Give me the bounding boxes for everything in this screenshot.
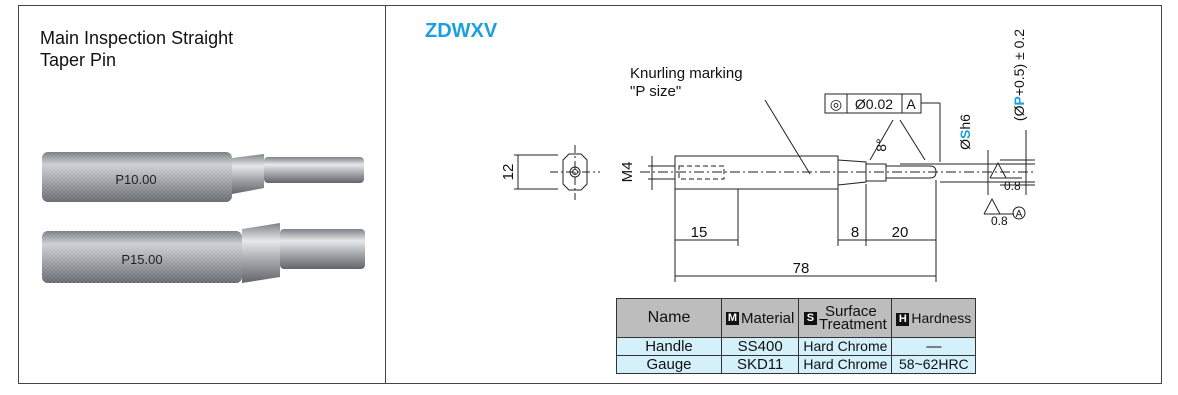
row-name: Handle bbox=[616, 337, 722, 356]
column-divider bbox=[385, 5, 386, 384]
dim-taper-diameter: (ØP+0.5) ± 0.2 bbox=[1011, 29, 1027, 121]
dim-15: 15 bbox=[691, 224, 708, 241]
roughness-mark-2 bbox=[983, 197, 1014, 215]
material-badge-icon: M bbox=[726, 312, 739, 326]
content-frame bbox=[18, 5, 1162, 384]
datum-circle-label: A bbox=[1016, 209, 1023, 220]
header-name: Name bbox=[616, 298, 722, 338]
roughness-value-1: 0.8 bbox=[1004, 179, 1021, 193]
row-surface: Hard Chrome bbox=[798, 355, 893, 374]
technical-drawing: 12 M4 15 8 20 7 bbox=[500, 29, 1035, 282]
knurl-note-line1: Knurling marking bbox=[630, 65, 743, 82]
tolerance-frame: ◎ Ø0.02 A bbox=[824, 93, 922, 114]
pin-p10: P10.00 bbox=[42, 152, 364, 202]
knurl-note-line2: "P size" bbox=[630, 83, 681, 100]
table-row: Gauge SKD11 Hard Chrome 58~62HRC bbox=[616, 355, 977, 374]
concentricity-icon: ◎ bbox=[830, 96, 842, 112]
row-hardness: — bbox=[891, 337, 977, 356]
product-title-line2: Taper Pin bbox=[40, 50, 117, 70]
dim-8: 8 bbox=[851, 224, 859, 241]
dim-78: 78 bbox=[793, 260, 810, 277]
row-surface: Hard Chrome bbox=[798, 337, 893, 356]
table-row: Handle SS400 Hard Chrome — bbox=[616, 337, 977, 356]
surface-badge-icon: S bbox=[803, 311, 817, 325]
pin-label-p10: P10.00 bbox=[115, 172, 156, 187]
roughness-value-2: 0.8 bbox=[991, 214, 1008, 228]
angle-8: 8° bbox=[873, 138, 889, 151]
product-title-line1: Main Inspection Straight bbox=[40, 28, 234, 48]
row-name: Gauge bbox=[616, 355, 722, 374]
product-photo: P10.00 P15.00 bbox=[42, 152, 365, 283]
dim-shaft-diameter: ØSh6 bbox=[957, 114, 973, 150]
roughness-mark-1 bbox=[989, 161, 1022, 179]
dim-12: 12 bbox=[500, 164, 517, 181]
pin-p15: P15.00 bbox=[42, 223, 365, 283]
pin-label-p15: P15.00 bbox=[121, 252, 162, 267]
tolerance-value: Ø0.02 bbox=[855, 96, 893, 112]
row-hardness: 58~62HRC bbox=[891, 355, 977, 374]
row-material: SKD11 bbox=[720, 355, 800, 374]
hardness-badge-icon: H bbox=[896, 312, 910, 326]
product-title: Main Inspection Straight Taper Pin bbox=[40, 27, 340, 71]
end-view bbox=[514, 145, 600, 200]
series-code: ZDWXV bbox=[425, 20, 498, 42]
datum-circle-icon bbox=[1012, 206, 1026, 220]
dim-m4: M4 bbox=[619, 162, 636, 183]
dim-20: 20 bbox=[892, 224, 909, 241]
tolerance-datum: A bbox=[906, 96, 916, 112]
side-view bbox=[640, 99, 1035, 282]
row-material: SS400 bbox=[720, 337, 800, 356]
